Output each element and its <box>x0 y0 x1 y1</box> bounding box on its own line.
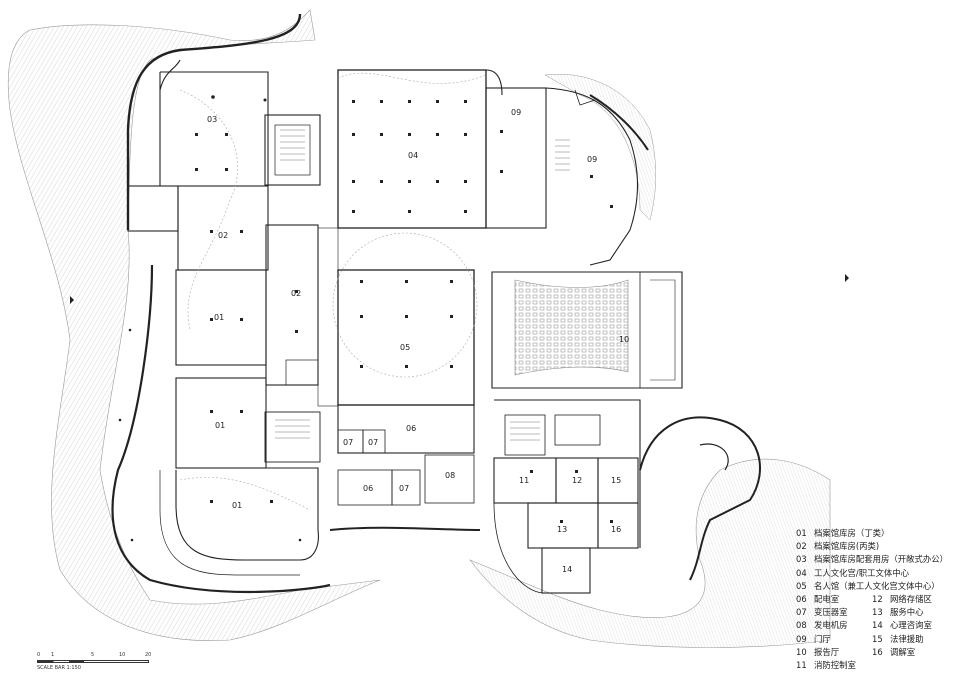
room-label-03-nw: 03 <box>207 115 217 124</box>
room-label-07-b: 07 <box>368 438 378 447</box>
legend-row: 03 档案馆库房配套用房（开敞式办公） <box>796 553 956 566</box>
legend-second-column: 12 网络存储区 <box>872 593 932 606</box>
room-label-15: 15 <box>611 476 621 485</box>
legend-text: 名人馆（兼工人文化宫文体中心） <box>814 580 940 591</box>
legend-text: 心理咨询室 <box>890 620 932 631</box>
room-label-13: 13 <box>557 525 567 534</box>
scale-label: SCALE BAR 1:150 <box>37 665 81 671</box>
room-label-05: 05 <box>400 343 410 352</box>
legend-second-column: 14 心理咨询室 <box>872 619 932 632</box>
room-label-06-upper: 06 <box>406 424 416 433</box>
legend-text: 档案馆库房配套用房（开敞式办公） <box>814 554 948 565</box>
scale-tick: 0 <box>37 652 41 658</box>
scale-tick: 1 <box>51 652 55 658</box>
structural-columns <box>118 95 613 542</box>
room-label-06-lower: 06 <box>363 484 373 493</box>
legend-text: 变压器室 <box>814 607 848 618</box>
legend-number: 10 <box>796 646 807 657</box>
dashed-curves <box>179 72 487 511</box>
section-markers <box>70 274 849 304</box>
room-label-07-a: 07 <box>343 438 353 447</box>
legend-row: 08 发电机房 14 心理咨询室 <box>796 619 956 632</box>
legend-number: 15 <box>872 633 883 644</box>
legend-number: 09 <box>796 633 807 644</box>
legend-text: 调解室 <box>890 646 916 657</box>
legend-number: 12 <box>872 593 883 604</box>
landscape-east <box>544 74 657 221</box>
exterior-ring-outline <box>111 13 761 594</box>
room-label-08: 08 <box>445 471 455 480</box>
legend-text: 法律援助 <box>890 633 924 644</box>
scale-bar: 0 1 5 10 20 SCALE BAR 1:150 <box>37 652 157 675</box>
legend-row: 07 变压器室 13 服务中心 <box>796 606 956 619</box>
scale-tick: 20 <box>145 652 152 658</box>
scale-tick: 10 <box>119 652 126 658</box>
legend-number: 01 <box>796 528 807 538</box>
legend-row: 04 工人文化宫/职工文体中心 <box>796 567 956 580</box>
legend-number: 04 <box>796 567 807 578</box>
legend-number: 08 <box>796 620 807 631</box>
legend-row: 10 报告厅 16 调解室 <box>796 646 956 659</box>
scale-tick: 5 <box>91 652 95 658</box>
legend-text: 配电室 <box>814 593 840 604</box>
legend-text: 服务中心 <box>890 607 924 618</box>
legend-second-column: 13 服务中心 <box>872 606 924 619</box>
legend-text: 发电机房 <box>814 620 848 631</box>
legend-row: 06 配电室 12 网络存储区 <box>796 593 956 606</box>
legend-row: 09 门厅 15 法律援助 <box>796 633 956 646</box>
landscape-west <box>7 9 381 641</box>
legend-second-column: 16 调解室 <box>872 646 915 659</box>
room-label-09-north: 09 <box>511 108 521 117</box>
building-walls <box>127 59 683 594</box>
legend-number: 06 <box>796 593 807 604</box>
room-label-09-east: 09 <box>587 155 597 164</box>
legend-row: 11 消防控制室 <box>796 659 956 672</box>
legend-row: 02 档案馆库房(丙类) <box>796 540 956 553</box>
legend-text: 档案馆库房（丁类） <box>814 528 890 538</box>
legend-row: 01 档案馆库房（丁类） <box>796 527 956 540</box>
legend-text: 网络存储区 <box>890 593 932 604</box>
legend-text: 报告厅 <box>814 646 840 657</box>
room-labels: 03 04 09 09 02 02 01 05 10 01 06 07 07 0… <box>207 108 629 574</box>
room-label-16: 16 <box>611 525 621 534</box>
legend-number: 07 <box>796 607 807 618</box>
stair-lines <box>275 129 570 441</box>
room-label-11: 11 <box>519 476 529 485</box>
legend-text: 消防控制室 <box>814 659 856 670</box>
legend-number: 05 <box>796 580 807 591</box>
legend-number: 16 <box>872 646 883 657</box>
legend-number: 14 <box>872 620 883 631</box>
legend-number: 02 <box>796 541 807 552</box>
room-label-14: 14 <box>562 565 572 574</box>
auditorium-seating <box>514 279 629 376</box>
legend-text: 档案馆库房(丙类) <box>814 541 880 552</box>
room-label-04: 04 <box>408 151 418 160</box>
room-label-02-lower: 02 <box>291 289 301 298</box>
scale-bar-graphic <box>37 660 149 663</box>
legend-text: 门厅 <box>814 633 831 644</box>
room-label-10: 10 <box>619 335 629 344</box>
legend-number: 13 <box>872 607 883 618</box>
room-legend: 01 档案馆库房（丁类） 02 档案馆库房(丙类) 03 档案馆库房配套用房（开敞式办… <box>796 527 956 672</box>
legend-second-column: 15 法律援助 <box>872 633 924 646</box>
room-label-01-lower: 01 <box>232 501 242 510</box>
legend-number: 03 <box>796 554 807 565</box>
legend-text: 工人文化宫/职工文体中心 <box>814 567 909 578</box>
legend-number: 11 <box>796 659 807 670</box>
room-label-07-c: 07 <box>399 484 409 493</box>
legend-row: 05 名人馆（兼工人文化宫文体中心） <box>796 580 956 593</box>
room-label-02-upper: 02 <box>218 231 228 240</box>
room-label-01-upper: 01 <box>214 313 224 322</box>
room-label-12: 12 <box>572 476 582 485</box>
landscape-southeast <box>469 458 831 648</box>
room-label-01-middle: 01 <box>215 421 225 430</box>
